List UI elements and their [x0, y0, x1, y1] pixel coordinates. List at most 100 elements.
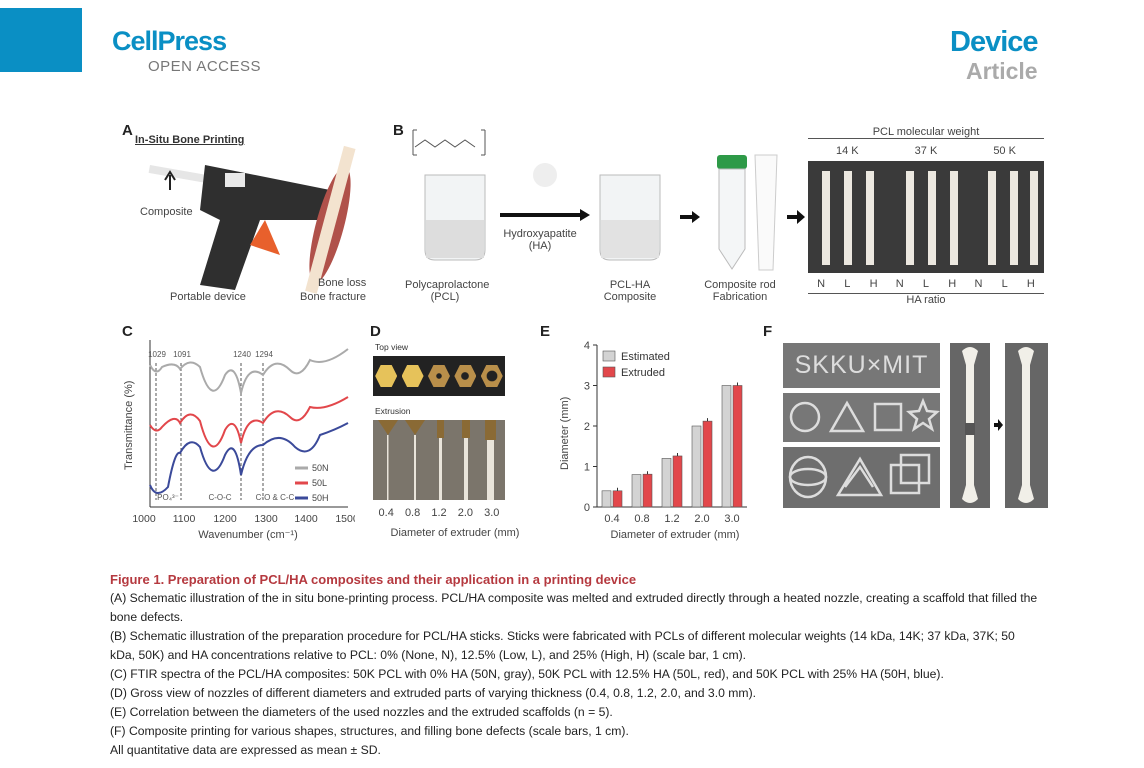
- ftir-ylabel: Transmittance (%): [123, 381, 135, 470]
- bar-extruded: [612, 490, 623, 508]
- caption-line-a: (A) Schematic illustration of the in sit…: [110, 591, 1038, 624]
- legend-label-extruded: Extruded: [621, 367, 665, 379]
- article-type: Article: [966, 58, 1038, 84]
- bar-extruded: [672, 455, 683, 508]
- bar-extruded: [702, 420, 713, 508]
- size-label: 0.4: [378, 507, 394, 519]
- panel-c-label: C: [122, 323, 133, 340]
- caption-line-b: (B) Schematic illustration of the prepar…: [110, 629, 1015, 662]
- ratio-label: N: [974, 278, 983, 290]
- e-ytick-label: 3: [584, 381, 590, 393]
- e-xtick-label: 0.8: [634, 513, 649, 525]
- panel-a-label: A: [122, 122, 133, 139]
- panel-b-label: B: [393, 122, 404, 139]
- e-ylabel: Diameter (mm): [559, 397, 571, 470]
- open-access-label: OPEN ACCESS: [148, 58, 262, 75]
- ratio-label: L: [844, 278, 851, 290]
- bone-fracture-label: Bone fracture: [300, 291, 367, 303]
- mw-37k: 37 K: [914, 145, 938, 157]
- shapes-print-photo: [783, 393, 940, 442]
- ftir-xtick: 1300: [254, 513, 278, 525]
- panel-f-label: F: [763, 323, 773, 340]
- ftir-xtick: 1000: [132, 513, 156, 525]
- top-view-label: Top view: [375, 342, 409, 352]
- peak-1294: 1294: [255, 350, 273, 359]
- journal-name: Device: [950, 26, 1039, 58]
- preparation-schematic: [412, 129, 805, 271]
- series-50h-line: [149, 422, 349, 494]
- e-ytick-label: 1: [584, 462, 590, 474]
- peak-1091: 1091: [173, 350, 191, 359]
- skku-mit-print-photo: SKKU×MIT: [783, 343, 940, 388]
- diameter-bar-chart: Diameter (mm) Diameter of extruder (mm) …: [559, 340, 747, 541]
- e-ytick-label: 2: [584, 421, 590, 433]
- panel-d-xlabel: Diameter of extruder (mm): [390, 527, 520, 539]
- bar-estimated: [661, 458, 672, 508]
- beaker-pcl: [424, 174, 486, 261]
- legend-50n: 50N: [312, 463, 329, 473]
- ftir-xtick: 1400: [294, 513, 318, 525]
- caption-line-f: (F) Composite printing for various shape…: [110, 724, 629, 738]
- composite-name: PCL-HA: [609, 279, 651, 291]
- e-xtick-label: 0.4: [604, 513, 619, 525]
- ftir-chart: Transmittance (%) 1000 1100 1200 1300 14…: [123, 340, 355, 541]
- legend-swatch-estimated: [602, 350, 616, 362]
- bar-estimated: [691, 425, 702, 508]
- ratio-label: L: [1001, 278, 1008, 290]
- rod-name: Composite rod: [704, 279, 776, 291]
- ratio-label: H: [869, 278, 878, 290]
- bone-defect-photo: [950, 343, 1048, 508]
- ha-label: Hydroxyapatite(HA): [500, 228, 580, 252]
- annotation-coc: C-O-C: [208, 493, 231, 502]
- extrusion-photo: [373, 420, 505, 500]
- e-xtick-label: 3.0: [724, 513, 739, 525]
- ha-abbr: (HA): [528, 240, 552, 252]
- caption-line-summary: All quantitative data are expressed as m…: [110, 743, 381, 757]
- annotation-coc-cc: C-O & C-C: [256, 493, 295, 502]
- ha-ratio-title: HA ratio: [808, 293, 1044, 306]
- e-xtick-label: 1.2: [664, 513, 679, 525]
- ratio-label: N: [895, 278, 904, 290]
- ftir-xtick: 1500: [335, 513, 355, 525]
- ratio-label: N: [817, 278, 826, 290]
- bar-extruded: [642, 473, 653, 508]
- ftir-legend: 50N 50L 50H: [295, 463, 329, 503]
- ftir-xtick: 1100: [173, 513, 196, 525]
- peak-1240: 1240: [233, 350, 251, 359]
- ratio-label: H: [1026, 278, 1035, 290]
- series-50n-line: [149, 348, 349, 394]
- mw-14k: 14 K: [836, 145, 859, 157]
- 3d-structures-print-photo: [783, 447, 940, 508]
- caption-line-c: (C) FTIR spectra of the PCL/HA composite…: [110, 667, 944, 681]
- rod-sub: Fabrication: [712, 291, 768, 303]
- portable-device-label: Portable device: [170, 291, 246, 303]
- ftir-xtick: 1200: [213, 513, 237, 525]
- panel-e-label: E: [540, 323, 551, 340]
- e-xlabel: Diameter of extruder (mm): [611, 529, 740, 541]
- panel-d-label: D: [370, 323, 381, 340]
- caption-line-d: (D) Gross view of nozzles of different d…: [110, 686, 757, 700]
- panel-a-title: In-Situ Bone Printing: [135, 134, 245, 146]
- nozzle-top-view-photo: [373, 356, 505, 396]
- mw-50k: 50 K: [993, 145, 1016, 157]
- figure-caption: Figure 1. Preparation of PCL/HA composit…: [110, 570, 1040, 760]
- size-label: 0.8: [404, 507, 421, 519]
- annotation-po4: PO₄³⁻: [157, 493, 179, 502]
- series-50l-line: [149, 396, 349, 448]
- legend-label-estimated: Estimated: [621, 351, 670, 363]
- pcl-name: Polycaprolactone: [405, 279, 490, 291]
- beaker-composite: [599, 174, 661, 261]
- ftir-xlabel: Wavenumber (cm⁻¹): [198, 529, 298, 541]
- ha-name: Hydroxyapatite: [503, 228, 577, 240]
- glue-gun-illustration: [148, 145, 356, 294]
- bone-loss-label: Bone loss: [318, 277, 367, 289]
- bar-estimated: [601, 490, 612, 508]
- legend-swatch-extruded: [602, 366, 616, 378]
- extrusion-label: Extrusion: [375, 406, 411, 416]
- e-xtick-label: 2.0: [694, 513, 709, 525]
- composite-sub: Composite: [603, 291, 657, 303]
- size-label: 3.0: [484, 507, 500, 519]
